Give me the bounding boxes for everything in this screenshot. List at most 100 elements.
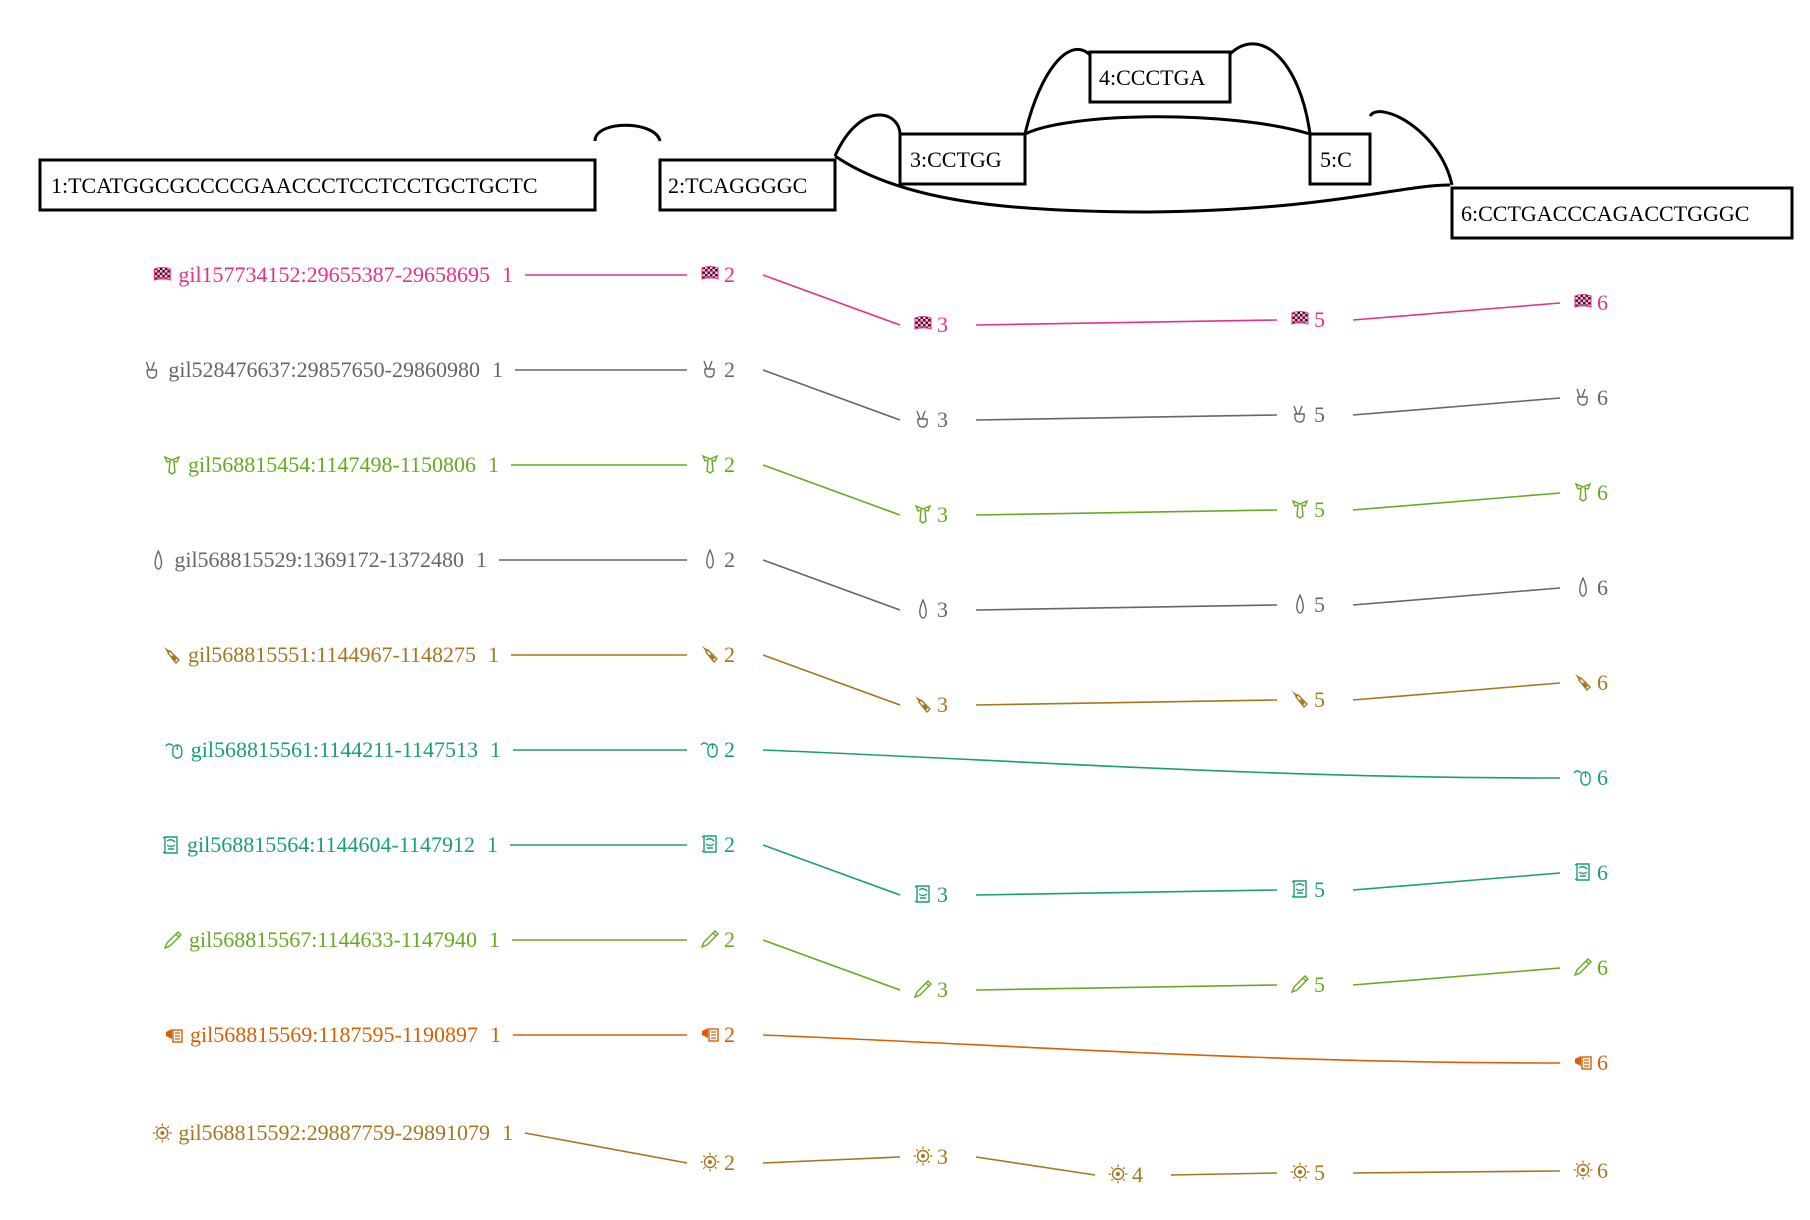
node-5-label: 5:C: [1320, 147, 1352, 172]
path-node-number: 6: [1597, 860, 1608, 885]
edge-5-6: [1368, 110, 1454, 186]
path-node-number: 1: [489, 927, 500, 952]
path-segment: [1352, 302, 1561, 321]
node-3-label: 3:CCTGG: [910, 147, 1002, 172]
sun-icon: [1290, 1162, 1310, 1182]
path-node-number: 6: [1597, 480, 1608, 505]
path-segment: [1352, 872, 1561, 891]
path-node-number: 3: [937, 882, 948, 907]
droplet-icon: [154, 550, 163, 570]
droplet-icon: [919, 599, 927, 619]
path-name: gil568815564:1144604-1147912: [187, 832, 475, 857]
path-segment: [762, 844, 901, 896]
victory-hand-icon: [1576, 388, 1588, 406]
node-5[interactable]: 5:C: [1308, 132, 1372, 186]
path-name: gil568815529:1369172-1372480: [174, 547, 464, 572]
droplet-icon: [1296, 594, 1304, 614]
pen-icon: [1574, 958, 1592, 976]
megaphone-icon: [165, 1028, 183, 1043]
path-segment: [1352, 682, 1561, 701]
node-6[interactable]: 6:CCTGACCCAGACCTGGGC: [1450, 186, 1794, 240]
sun-icon: [1573, 1160, 1593, 1180]
path-node-number: 6: [1597, 670, 1608, 695]
sun-icon: [1108, 1164, 1128, 1184]
path-node-number: 3: [937, 1144, 948, 1169]
path-node-number: 5: [1314, 402, 1325, 427]
droplet-icon: [706, 549, 714, 569]
path-segment: [975, 889, 1278, 896]
path-node-number: 2: [724, 1150, 735, 1175]
node-4[interactable]: 4:CCCTGA: [1088, 50, 1232, 104]
scroll-icon: [1291, 880, 1307, 898]
sun-icon: [152, 1123, 173, 1143]
path-node-number: 2: [724, 737, 735, 762]
path-node-number: 5: [1314, 1160, 1325, 1185]
path-node-number: 3: [937, 692, 948, 717]
necktie-icon: [1575, 483, 1591, 502]
node-6-label: 6:CCTGACCCAGACCTGGGC: [1461, 201, 1749, 226]
path-segment: [975, 604, 1278, 611]
path-node-number: 6: [1597, 1050, 1608, 1075]
path-node-number: 3: [937, 407, 948, 432]
path-segment: [762, 654, 901, 706]
path-node-number: 1: [476, 547, 487, 572]
path-node-number: 5: [1314, 307, 1325, 332]
computer-mouse-icon: [700, 742, 718, 758]
victory-hand-icon: [1293, 405, 1305, 423]
sun-icon: [913, 1146, 933, 1166]
path-segment: [1352, 587, 1561, 606]
path-node-number: 3: [937, 312, 948, 337]
path-segment: [1352, 967, 1561, 986]
path-node-number: 5: [1314, 877, 1325, 902]
path-node-number: 2: [724, 832, 735, 857]
node-2[interactable]: 2:TCAGGGGC: [658, 158, 837, 212]
path-node-number: 1: [490, 737, 501, 762]
path-segment: [762, 369, 901, 421]
path-node-number: 1: [502, 1120, 513, 1145]
droplet-icon: [1579, 577, 1587, 597]
path-node-number: 6: [1597, 290, 1608, 315]
lipstick-icon: [1574, 673, 1591, 691]
path-name: gil568815551:1144967-1148275: [188, 642, 476, 667]
path-segment: [762, 1156, 901, 1164]
path-name: gil568815592:29887759-29891079: [178, 1120, 490, 1145]
path-node-number: 6: [1597, 575, 1608, 600]
node-3[interactable]: 3:CCTGG: [898, 132, 1027, 186]
node-4-label: 4:CCCTGA: [1099, 65, 1205, 90]
path-node-number: 2: [724, 642, 735, 667]
necktie-icon: [164, 456, 180, 475]
path-node-number: 3: [937, 597, 948, 622]
pen-icon: [1291, 975, 1309, 993]
checkered-flag-icon: [701, 266, 719, 280]
scroll-icon: [701, 835, 717, 853]
path-name: gil568815569:1187595-1190897: [190, 1022, 478, 1047]
path-name: gil157734152:29655387-29658695: [178, 262, 490, 287]
path-node-number: 3: [937, 977, 948, 1002]
sun-icon: [700, 1152, 720, 1172]
path-segment: [762, 1034, 1561, 1064]
path-node-number: 6: [1597, 385, 1608, 410]
path-node-number: 2: [724, 452, 735, 477]
computer-mouse-icon: [1573, 770, 1591, 786]
node-1[interactable]: 1:TCATGGCGCCCCGAACCCTCCTCCTGCTGCTC: [38, 158, 597, 212]
path-node-number: 5: [1314, 972, 1325, 997]
path-segment: [762, 939, 901, 991]
path-segment: [975, 1156, 1096, 1176]
path-name: gil568815454:1147498-1150806: [188, 452, 476, 477]
path-node-number: 5: [1314, 592, 1325, 617]
path-segment: [975, 984, 1278, 991]
edge-3-4: [1023, 47, 1092, 135]
necktie-icon: [1292, 500, 1308, 519]
path-segment: [1352, 397, 1561, 416]
